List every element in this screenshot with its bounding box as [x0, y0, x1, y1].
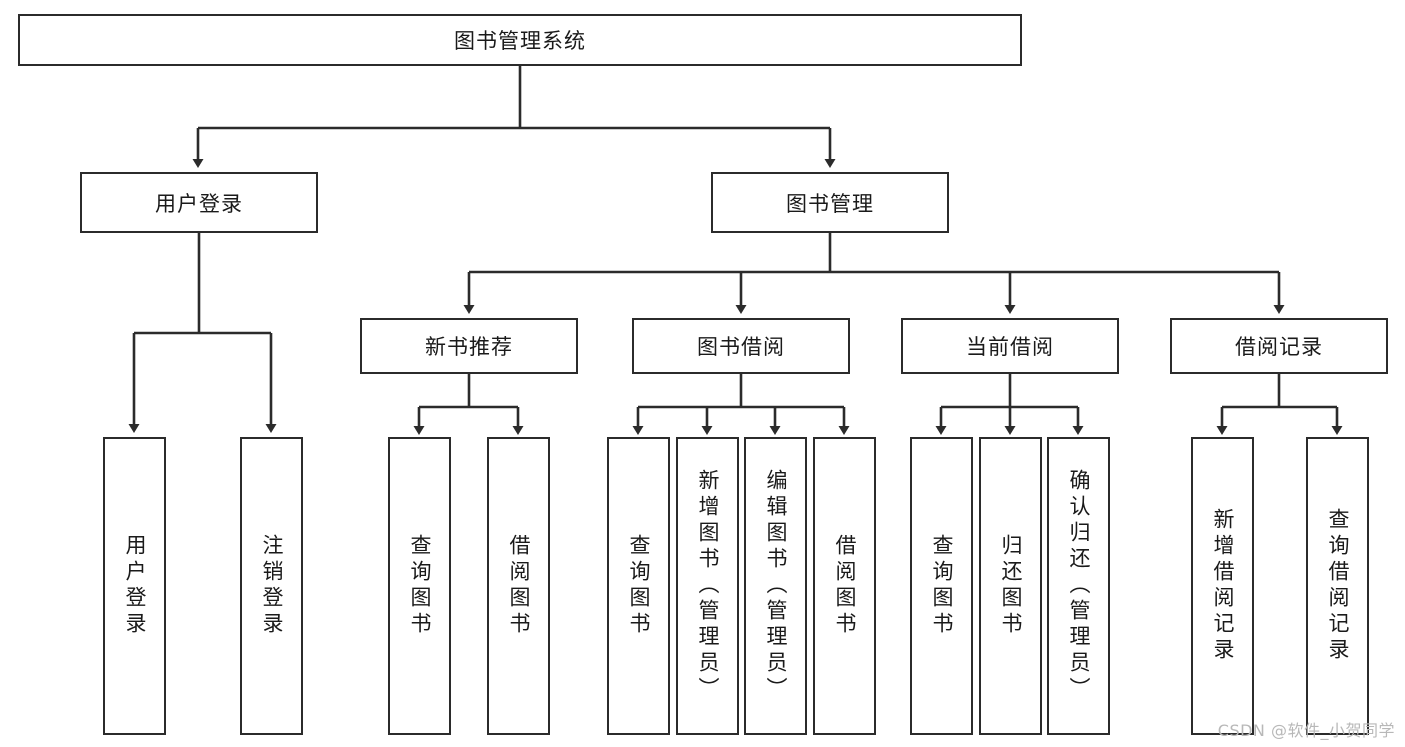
node-root-label: 图书管理系统 [454, 29, 586, 53]
node-book-management[interactable]: 图书管理 [711, 172, 949, 233]
node-leaf-query-book-3[interactable]: 查询图书 [910, 437, 973, 735]
node-book-borrow-label: 图书借阅 [697, 335, 785, 359]
node-user-login[interactable]: 用户登录 [80, 172, 318, 233]
node-leaf-query-book-1[interactable]: 查询图书 [388, 437, 451, 735]
node-leaf-query-book-3-label: 查询图书 [930, 534, 954, 638]
node-leaf-confirm-return[interactable]: 确认归还（管理员） [1047, 437, 1110, 735]
watermark-text: CSDN @软件_小贺同学 [1217, 721, 1395, 740]
node-root[interactable]: 图书管理系统 [18, 14, 1022, 66]
node-new-book-recommend[interactable]: 新书推荐 [360, 318, 578, 374]
node-leaf-query-book-2-label: 查询图书 [627, 534, 651, 638]
node-current-borrow-label: 当前借阅 [966, 335, 1054, 359]
node-leaf-confirm-return-label: 确认归还（管理员） [1067, 469, 1091, 703]
node-leaf-query-book-2[interactable]: 查询图书 [607, 437, 670, 735]
node-book-borrow[interactable]: 图书借阅 [632, 318, 850, 374]
node-borrow-record-label: 借阅记录 [1235, 335, 1323, 359]
node-leaf-borrow-book-1[interactable]: 借阅图书 [487, 437, 550, 735]
node-new-book-recommend-label: 新书推荐 [425, 335, 513, 359]
node-leaf-edit-book-label: 编辑图书（管理员） [764, 469, 788, 703]
node-book-management-label: 图书管理 [786, 191, 874, 216]
node-leaf-edit-book[interactable]: 编辑图书（管理员） [744, 437, 807, 735]
node-leaf-user-logout[interactable]: 注销登录 [240, 437, 303, 735]
node-leaf-query-record-label: 查询借阅记录 [1326, 508, 1350, 664]
node-borrow-record[interactable]: 借阅记录 [1170, 318, 1388, 374]
node-leaf-borrow-book-2-label: 借阅图书 [833, 534, 857, 638]
node-leaf-borrow-book-1-label: 借阅图书 [507, 534, 531, 638]
node-leaf-user-login-label: 用户登录 [123, 534, 147, 638]
node-leaf-user-login[interactable]: 用户登录 [103, 437, 166, 735]
node-leaf-query-book-1-label: 查询图书 [408, 534, 432, 638]
node-leaf-return-book-label: 归还图书 [999, 534, 1023, 638]
node-leaf-query-record[interactable]: 查询借阅记录 [1306, 437, 1369, 735]
node-leaf-add-book-label: 新增图书（管理员） [696, 469, 720, 703]
node-current-borrow[interactable]: 当前借阅 [901, 318, 1119, 374]
node-leaf-borrow-book-2[interactable]: 借阅图书 [813, 437, 876, 735]
node-user-login-label: 用户登录 [155, 191, 243, 216]
node-leaf-return-book[interactable]: 归还图书 [979, 437, 1042, 735]
node-leaf-user-logout-label: 注销登录 [260, 534, 284, 638]
node-leaf-add-book[interactable]: 新增图书（管理员） [676, 437, 739, 735]
node-leaf-add-record-label: 新增借阅记录 [1211, 508, 1235, 664]
node-leaf-add-record[interactable]: 新增借阅记录 [1191, 437, 1254, 735]
